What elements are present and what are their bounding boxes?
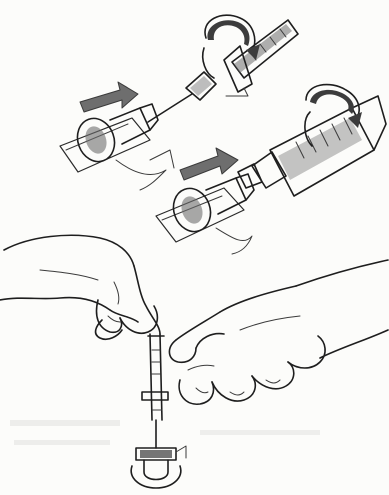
scan-noise xyxy=(10,420,320,445)
vertical-syringe-icon xyxy=(142,334,168,448)
push-arrow-middle-icon xyxy=(180,148,238,180)
transfer-device-top-icon xyxy=(60,104,174,190)
panel-hands-vial xyxy=(0,235,388,488)
vial-icon xyxy=(131,446,186,488)
panel-needle-transfer xyxy=(60,15,298,190)
needle-icon xyxy=(148,72,216,122)
panel-syringe-transfer xyxy=(156,85,386,254)
upper-hand-icon xyxy=(0,235,160,339)
push-arrow-top-icon xyxy=(80,82,138,112)
transfer-device-middle-icon xyxy=(156,174,254,254)
syringe-barrel-top-icon xyxy=(224,20,298,92)
lower-hand-icon xyxy=(169,260,388,404)
